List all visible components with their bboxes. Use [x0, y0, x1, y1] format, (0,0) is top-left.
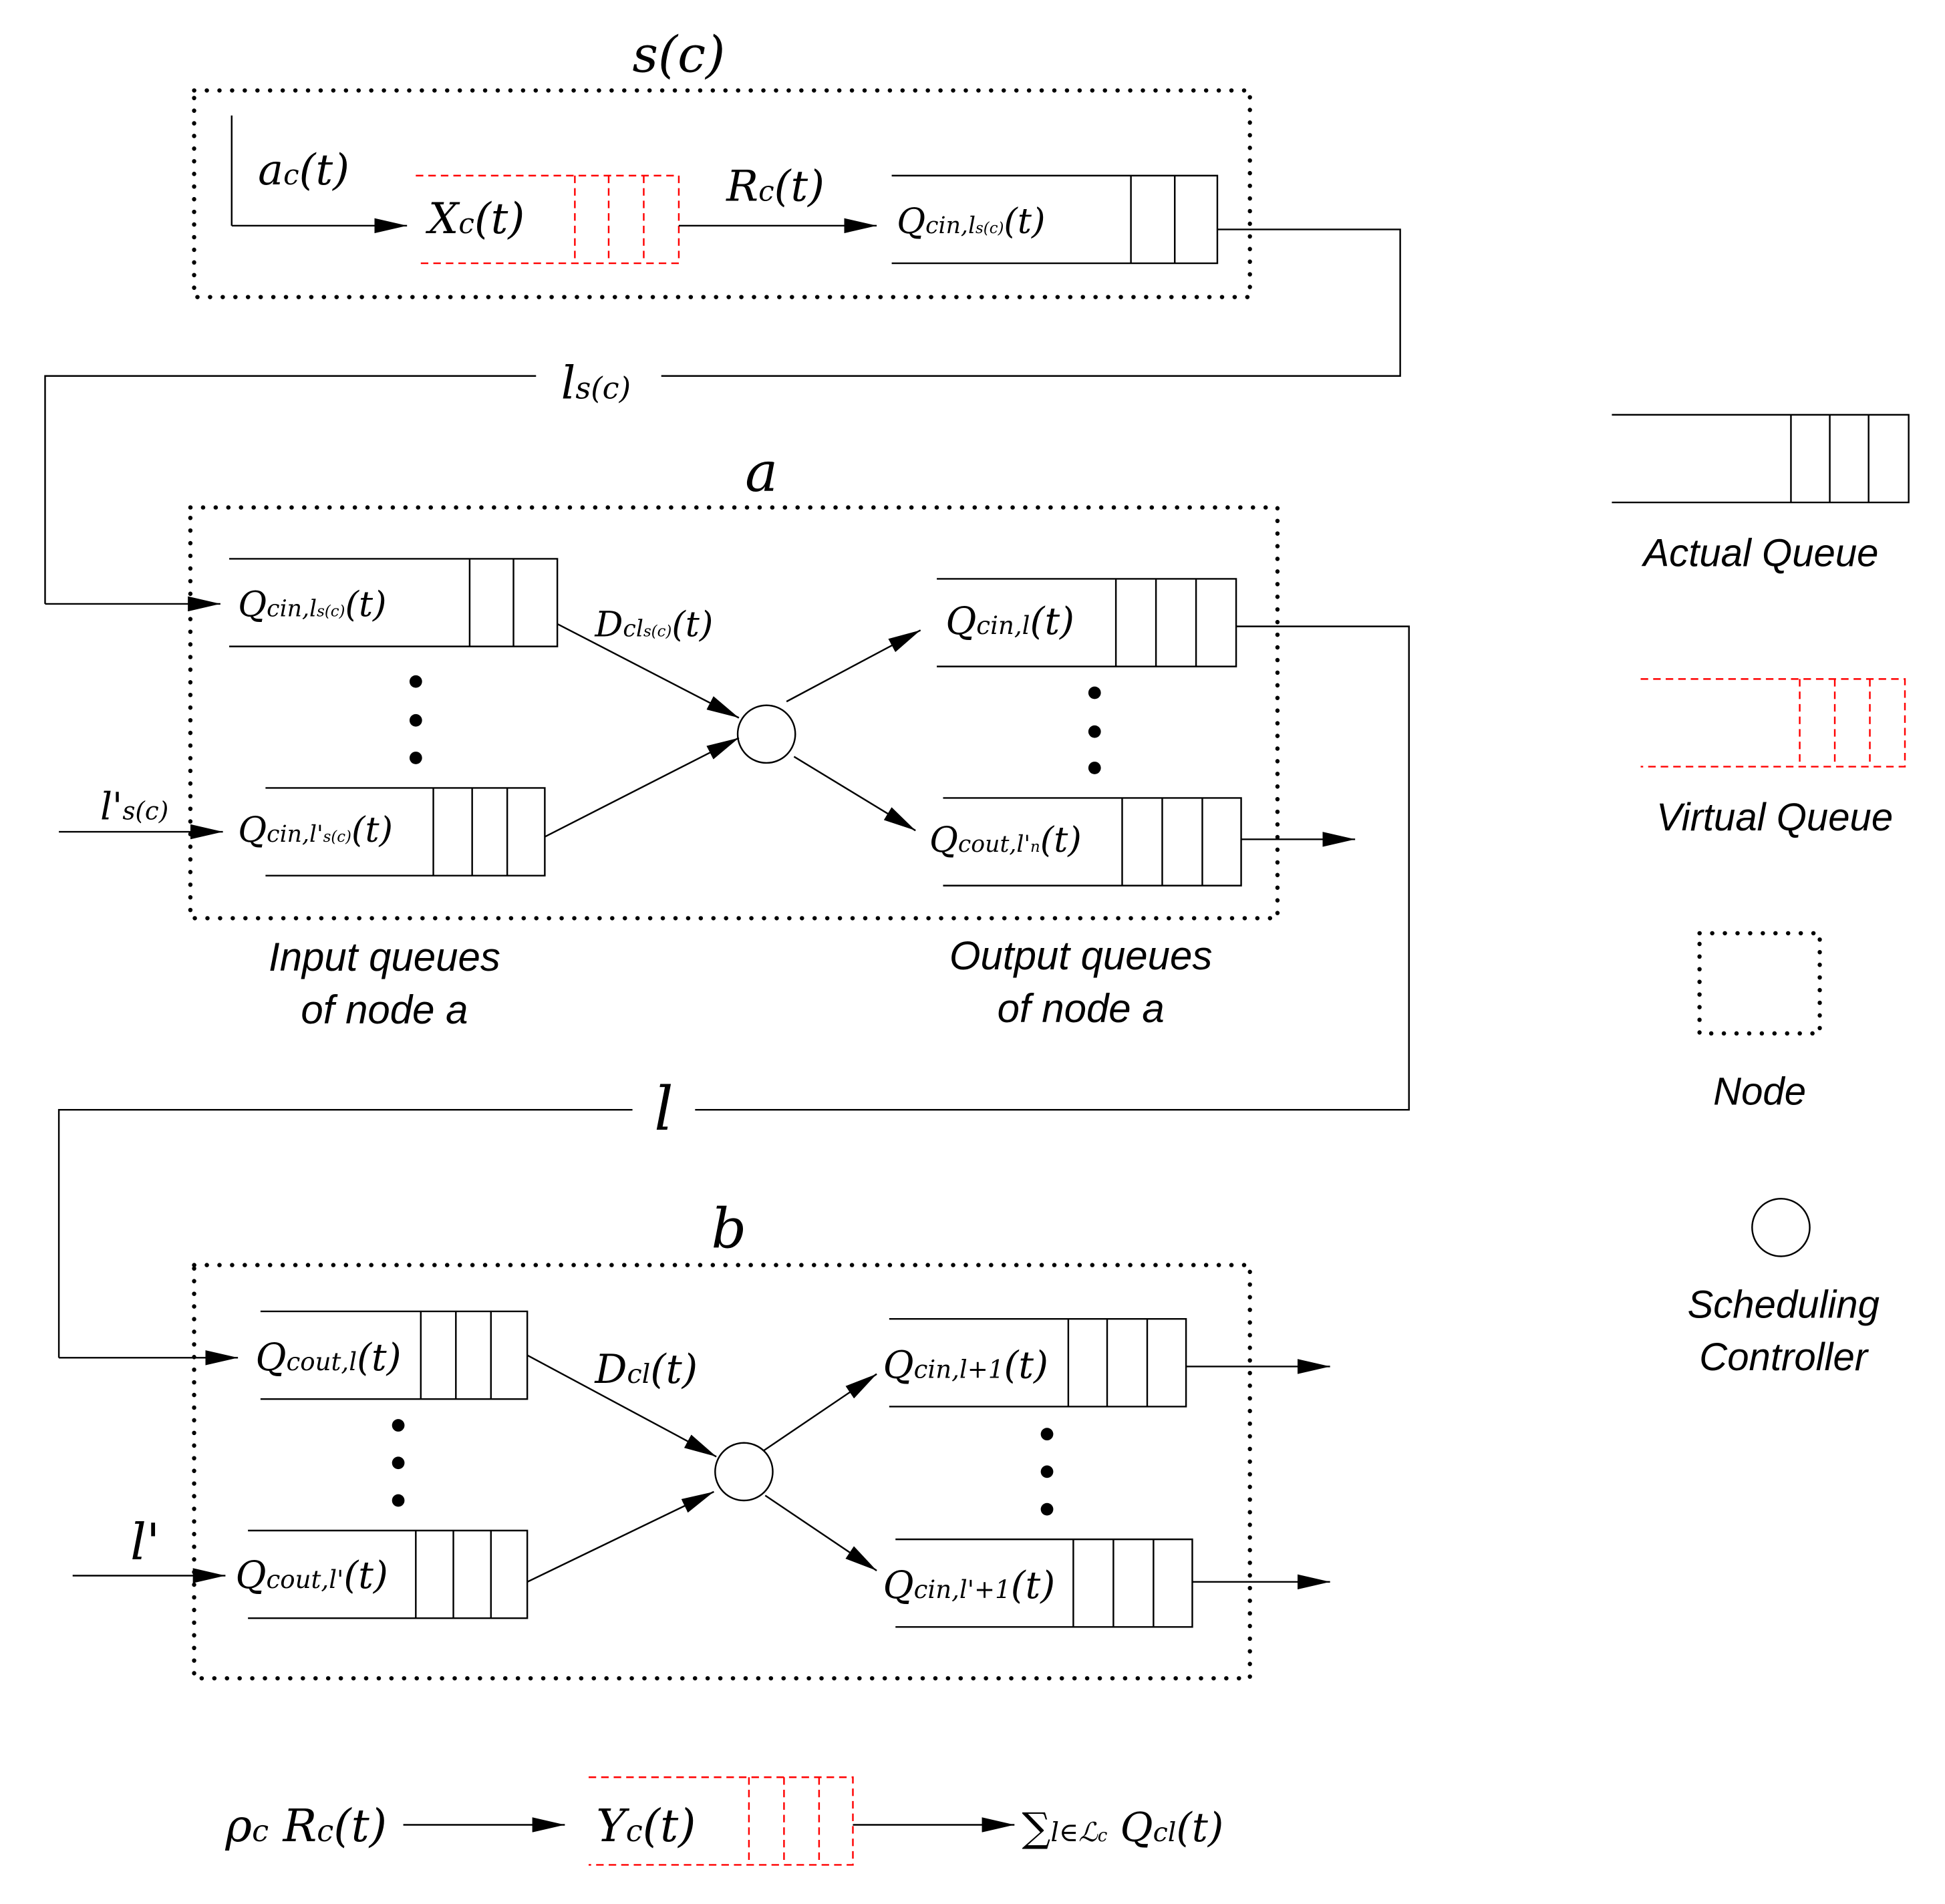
arrow-b-in-top: [527, 1354, 717, 1458]
queue-a-out-bottom-label: Qcout,l'n(t): [929, 820, 1082, 860]
queue-source-out: [891, 174, 1219, 265]
caption-input-line2: of node a: [301, 987, 468, 1032]
virtual-queue-x-label: Xc(t): [425, 194, 525, 244]
node-b-box: [192, 1263, 1252, 1681]
legend-controller-line1: Scheduling: [1687, 1283, 1879, 1326]
link-l-left: [57, 1108, 633, 1358]
link-ls-label: ls(c): [561, 356, 631, 409]
arrow-a-in-bottom: [544, 737, 740, 838]
caption-output-line1: Output queues: [949, 933, 1212, 978]
queue-a-in-top: [229, 558, 559, 647]
queue-b-out-bottom: [895, 1538, 1193, 1628]
queue-b-out-bottom-label: Qcin,l'+1(t): [883, 1564, 1055, 1607]
arrow-b-out-top: [763, 1373, 877, 1452]
arrow-a-out-top: [786, 629, 921, 703]
queue-source-out-label: Qcin,ls(c)(t): [897, 201, 1045, 242]
node-b-label: b: [712, 1197, 747, 1261]
queue-a-in-bottom-label: Qcin,l's(c)(t): [238, 810, 393, 850]
arrow-a-out-bottom: [793, 756, 916, 832]
rate-label: Rc(t): [726, 162, 825, 211]
link-l-label: l: [654, 1074, 674, 1144]
legend-controller-icon: [1751, 1198, 1811, 1257]
queue-b-in-bottom: [248, 1529, 529, 1619]
queue-b-in-top-label: Qcout,l(t): [255, 1336, 401, 1380]
legend-virtual-queue-icon: [1640, 678, 1906, 768]
queue-a-out-top-label: Qcin,l(t): [945, 600, 1074, 643]
link-ls-left: [44, 375, 537, 604]
virtual-queue-x: [416, 174, 680, 265]
virtual-queue-y: [588, 1776, 854, 1866]
schedule-a-label: Dcls(c)(t): [594, 605, 713, 645]
legend-actual-queue-label: Actual Queue: [1641, 532, 1878, 575]
node-source-label: s(c): [632, 25, 725, 84]
legend-node-label: Node: [1713, 1070, 1806, 1114]
ellipsis-dots: [392, 675, 1101, 1516]
legend-node-icon: [1697, 931, 1822, 1036]
queue-b-out-top-label: Qcin,l+1(t): [883, 1343, 1048, 1387]
controller-b: [714, 1442, 774, 1502]
virtual-queue-y-label: Yc(t): [596, 1799, 696, 1852]
node-source-box: [192, 88, 1252, 299]
legend-actual-queue-icon: [1612, 414, 1910, 504]
controller-a: [736, 704, 796, 764]
queue-a-in-bottom: [265, 787, 546, 877]
link-lprime-s-label: l's(c): [100, 785, 168, 828]
legend-controller-line2: Controller: [1699, 1335, 1869, 1379]
link-l-right: [695, 625, 1410, 1111]
link-ls-right: [661, 228, 1401, 377]
sum-expression: ∑l∈ℒc Qcl(t): [1022, 1804, 1224, 1851]
queue-b-in-bottom-label: Qcout,l'(t): [235, 1554, 388, 1597]
schedule-b-label: Dcl(t): [594, 1346, 698, 1393]
arrival-label: ac(t): [258, 146, 349, 195]
arrow-b-in-bottom: [527, 1490, 714, 1583]
rho-rate-label: ρc Rc(t): [225, 1799, 387, 1852]
queue-b-out-top: [889, 1317, 1187, 1408]
legend-virtual-queue-label: Virtual Queue: [1656, 796, 1893, 839]
queue-a-out-bottom: [943, 797, 1242, 887]
arrow-a-in-top: [557, 623, 740, 719]
node-a-label: a: [745, 440, 778, 504]
caption-input-line1: Input queues: [269, 935, 500, 979]
link-lprime-label: l': [130, 1513, 160, 1571]
caption-output-line2: of node a: [998, 986, 1165, 1031]
queue-a-out-top: [937, 578, 1237, 667]
node-a-box: [188, 505, 1280, 921]
queue-a-in-top-label: Qcin,ls(c)(t): [238, 585, 386, 625]
arrow-b-out-bottom: [764, 1494, 877, 1571]
